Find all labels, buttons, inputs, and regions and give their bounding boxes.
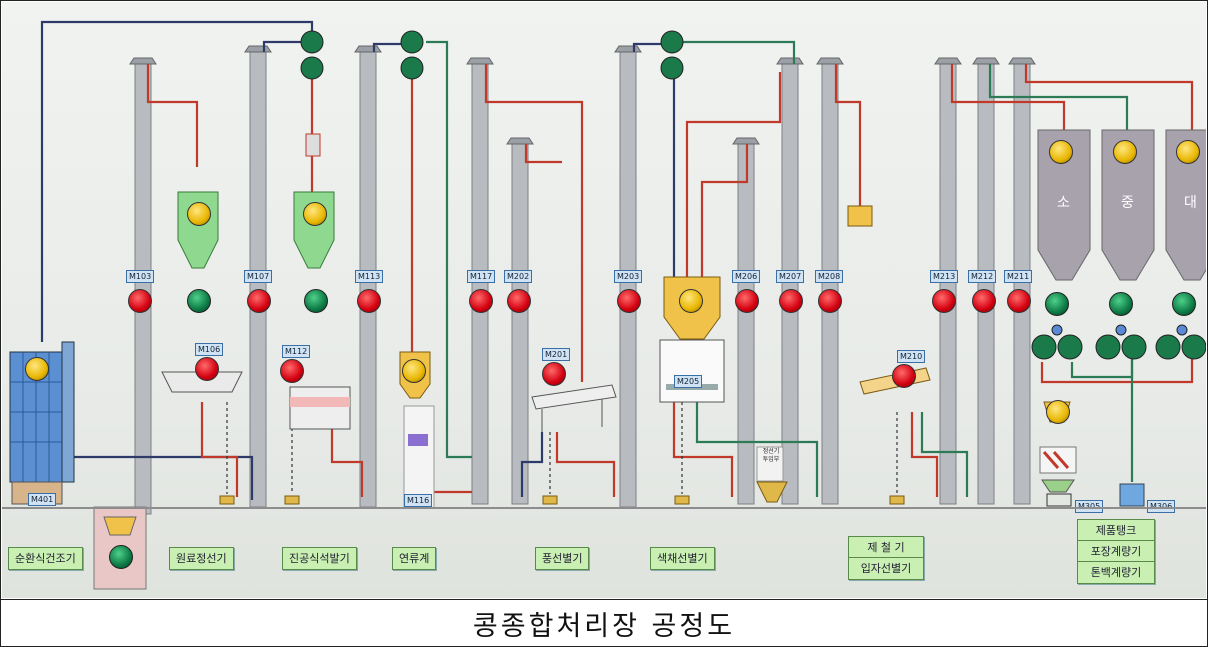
elevator-m211 (1013, 63, 1031, 505)
level-bin-small (1049, 140, 1073, 164)
flow-meter-column (403, 405, 435, 509)
elevator-m117 (471, 63, 489, 505)
tag-m208: M208 (815, 270, 844, 283)
label-flow[interactable]: 연류계 (392, 547, 437, 570)
level-flow-meter (402, 359, 426, 383)
elevator-m202 (511, 143, 529, 505)
label-packing-scale[interactable]: 포장계량기 (1077, 540, 1155, 563)
product-bin-small (1037, 129, 1091, 281)
process-screen: 소 중 대 M103 M107 M113 M117 M202 M203 M206… (2, 2, 1206, 598)
label-circulating-dryer[interactable]: 순환식건조기 (8, 547, 83, 570)
lamp-m103[interactable] (128, 289, 152, 313)
elevator-m213 (939, 63, 957, 505)
level-raw-hopper (187, 202, 211, 226)
selector-inlet-label: 정선기 투입부 (762, 448, 780, 463)
label-vacuum-gravity[interactable]: 진공식석발기 (282, 547, 357, 570)
level-dryer (25, 357, 49, 381)
color-sorter-body (659, 339, 725, 403)
lamp-bin-large[interactable] (1172, 292, 1196, 316)
vacuum-separator-machine (289, 386, 351, 430)
lamp-m211[interactable] (1007, 289, 1031, 313)
lamp-m106[interactable] (195, 357, 219, 381)
tag-m117: M117 (467, 270, 496, 283)
tag-m305: M305 (1075, 500, 1104, 513)
tag-m203: M203 (614, 270, 643, 283)
bin-label-medium: 중 (1121, 195, 1134, 211)
lamp-m213[interactable] (932, 289, 956, 313)
floor-line (2, 507, 1206, 509)
tag-m106: M106 (195, 343, 224, 356)
level-bin-medium (1113, 140, 1137, 164)
lamp-m208[interactable] (818, 289, 842, 313)
tag-m206: M206 (732, 270, 761, 283)
lamp-m117[interactable] (469, 289, 493, 313)
tag-m112: M112 (282, 345, 311, 358)
elevator-m206 (737, 143, 755, 505)
tag-m201: M201 (542, 348, 571, 361)
label-color-sorter[interactable]: 색채선별기 (650, 547, 715, 570)
product-bin-large (1165, 129, 1206, 281)
tag-m103: M103 (126, 270, 155, 283)
lamp-m113[interactable] (357, 289, 381, 313)
lamp-hopper-2[interactable] (304, 289, 328, 313)
tag-m202: M202 (504, 270, 533, 283)
label-mill-line2[interactable]: 입자선별기 (848, 557, 924, 580)
tag-m107: M107 (244, 270, 273, 283)
tag-m113: M113 (355, 270, 384, 283)
lamp-bin-small[interactable] (1045, 292, 1069, 316)
lamp-m212[interactable] (972, 289, 996, 313)
label-mill-line1[interactable]: 제 철 기 (848, 536, 924, 559)
elevator-m212 (977, 63, 995, 505)
elevator-m207 (781, 63, 799, 505)
level-color-sorter (679, 289, 703, 313)
gravity-separator (531, 384, 617, 410)
lamp-m210[interactable] (892, 364, 916, 388)
level-vacuum-hopper (303, 202, 327, 226)
lamp-m206[interactable] (735, 289, 759, 313)
level-bin-large (1176, 140, 1200, 164)
lamp-m201[interactable] (542, 362, 566, 386)
lamp-m202[interactable] (507, 289, 531, 313)
tag-m116: M116 (404, 494, 433, 507)
lamp-m203[interactable] (617, 289, 641, 313)
bin-label-small: 소 (1057, 195, 1070, 211)
tag-m306: M306 (1147, 500, 1176, 513)
tag-m211: M211 (1004, 270, 1033, 283)
lamp-hopper-1[interactable] (187, 289, 211, 313)
tag-m210: M210 (897, 350, 926, 363)
tag-m205: M205 (674, 375, 703, 388)
label-raw-cleaner[interactable]: 원료정선기 (169, 547, 234, 570)
label-tonbag-scale[interactable]: 톤백계량기 (1077, 561, 1155, 584)
level-packing (1046, 400, 1070, 424)
bin-label-large: 대 (1184, 195, 1197, 211)
tag-m207: M207 (776, 270, 805, 283)
tag-m401: M401 (28, 493, 57, 506)
elevator-m208 (821, 63, 839, 505)
lamp-m107[interactable] (247, 289, 271, 313)
label-product-tank[interactable]: 제품탱크 (1077, 519, 1155, 542)
tag-m213: M213 (930, 270, 959, 283)
product-bin-medium (1101, 129, 1155, 281)
tag-m212: M212 (968, 270, 997, 283)
lamp-dryer-box[interactable] (109, 545, 133, 569)
lamp-m112[interactable] (280, 359, 304, 383)
lamp-bin-medium[interactable] (1109, 292, 1133, 316)
lamp-m207[interactable] (779, 289, 803, 313)
figure-caption: 콩종합처리장 공정도 (1, 599, 1207, 647)
label-gravity-separator[interactable]: 풍선별기 (535, 547, 590, 570)
